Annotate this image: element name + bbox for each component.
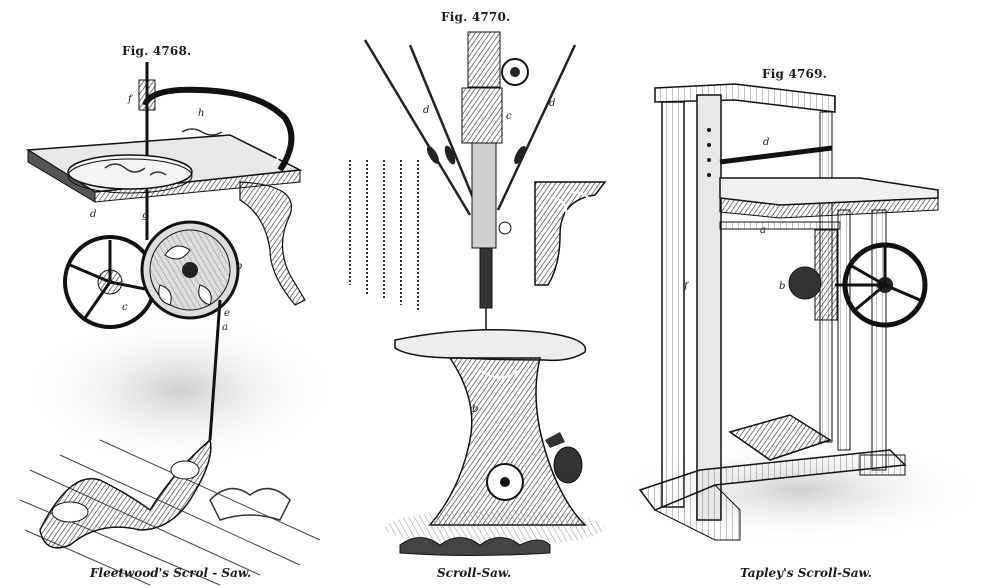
fig-4769-caption: Tapley's Scroll-Saw. [740, 566, 872, 580]
fig-4770-caption: Scroll-Saw. [437, 566, 512, 580]
fig-4769-label: Fig 4769. [762, 67, 828, 81]
fig-4769-letter-f: f [684, 281, 688, 292]
fig-4769-drawing [610, 83, 990, 545]
fig-4768-drawing [19, 62, 340, 586]
fig-4770-drawing [349, 31, 607, 556]
fig-4768-letter-d: d [90, 209, 97, 220]
fig-4770-letter-d-left: d [423, 105, 430, 116]
fig-4770-letter-d-right: d [549, 98, 556, 109]
fig-4770-letter-c: c [506, 111, 512, 122]
fig-4768-letter-c: c [122, 302, 128, 313]
fig-4768-label: Fig. 4768. [122, 44, 192, 58]
fig-4768-letter-f: f [128, 94, 132, 105]
fig-4769-letter-d: d [763, 137, 770, 148]
fig-4768-letter-g: g [142, 210, 149, 221]
fig-4768-letter-a: a [222, 322, 228, 333]
fig-4769-letter-a: a [760, 225, 766, 236]
fig-4768-caption: Fleetwood's Scrol - Saw. [90, 566, 252, 580]
fig-4770-label: Fig. 4770. [441, 10, 511, 24]
fig-4768-letter-b: b [236, 261, 243, 272]
fig-4769-letter-b: b [779, 281, 786, 292]
fig-4770-letter-b: b [472, 404, 479, 415]
fig-4768-letter-e: e [224, 308, 230, 319]
fig-4768-letter-h: h [198, 108, 205, 119]
